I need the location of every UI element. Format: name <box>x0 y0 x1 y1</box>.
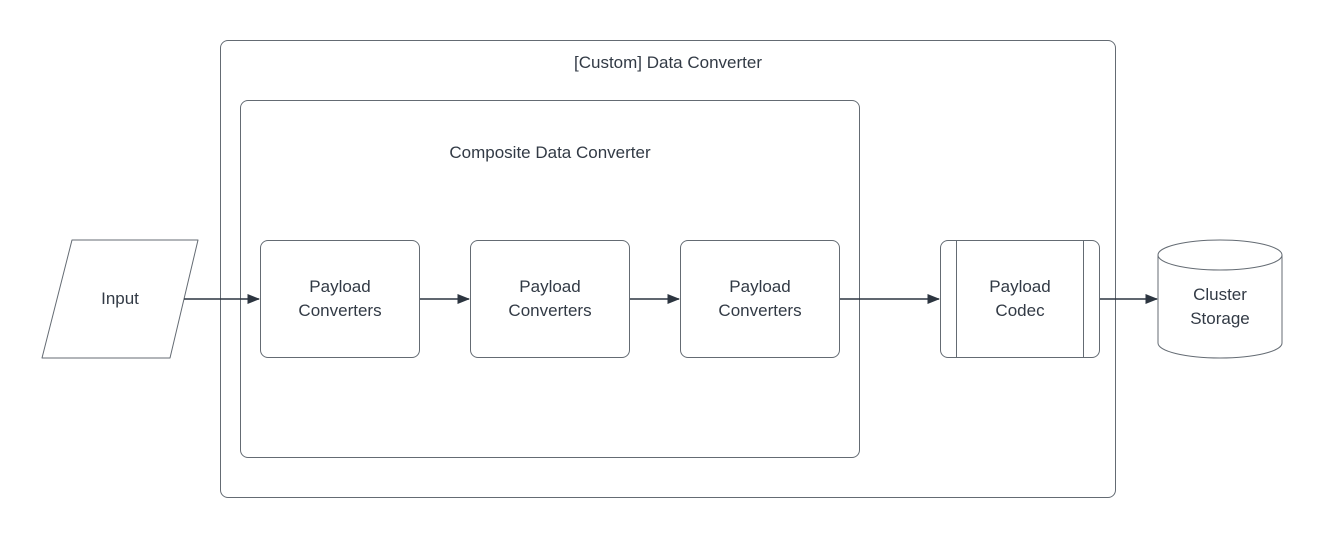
custom-data-converter-title: [Custom] Data Converter <box>573 53 762 72</box>
payload-converters-label-1: Payload Converters <box>298 277 382 320</box>
payload-converters-node-1 <box>260 240 420 358</box>
payload-codec-side-bars <box>956 241 1084 357</box>
composite-data-converter-container <box>240 100 860 458</box>
payload-converters-node-3 <box>680 240 840 358</box>
payload-codec-label: Payload Codec <box>989 277 1051 320</box>
payload-converters-label-3: Payload Converters <box>718 277 802 320</box>
payload-converters-node-2 <box>470 240 630 358</box>
cluster-storage-cylinder-top <box>1157 239 1283 271</box>
custom-data-converter-container <box>220 40 1116 498</box>
composite-data-converter-title: Composite Data Converter <box>449 143 651 162</box>
payload-converters-label-2: Payload Converters <box>508 277 592 320</box>
payload-codec-node <box>940 240 1100 358</box>
cluster-storage-label: Cluster Storage <box>1190 285 1250 328</box>
input-label: Input <box>101 289 139 308</box>
